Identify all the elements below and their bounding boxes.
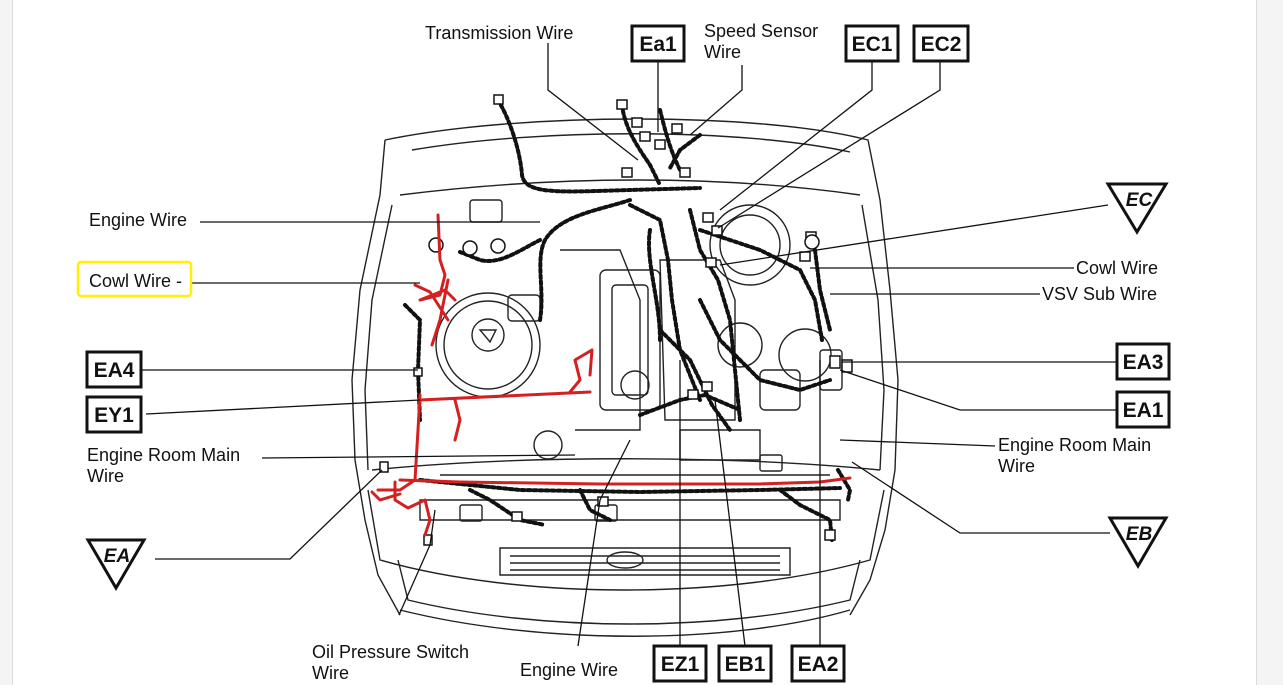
triangle-ec-text: EC [1126,190,1153,211]
ground-triangles: EC EA EB [85,182,1169,591]
triangle-ea-text: EA [104,546,130,567]
triangle-ea: EA [85,538,147,591]
label-engine-room-main-right-line1: Engine Room Main [998,435,1151,455]
page-gutter-left [0,0,13,685]
cowl-wire-highlight [76,260,193,298]
label-engine-room-main-left-line1: Engine Room Main [87,445,240,465]
box-ea3-text: EA3 [1123,351,1164,374]
box-ea1-top-text: Ea1 [639,33,677,56]
label-cowl-wire-right: Cowl Wire [1076,258,1158,278]
label-engine-wire-bottom: Engine Wire [520,660,618,680]
box-ea3: EA3 [1115,342,1171,381]
label-oil-pressure-switch-line2: Wire [312,663,349,683]
box-ez1: EZ1 [652,644,708,683]
box-ec1-text: EC1 [852,33,893,56]
label-engine-room-main-left-line2: Wire [87,466,124,486]
box-eb1-text: EB1 [725,653,766,676]
vehicle-body [351,118,899,637]
labels: Transmission Wire Speed Sensor Wire Engi… [87,21,1158,683]
label-engine-wire-left: Engine Wire [89,210,187,230]
page-gutter-right [1256,0,1283,685]
triangle-ec: EC [1105,182,1169,235]
red-markings [370,213,852,537]
label-speed-sensor-wire-line1: Speed Sensor [704,21,818,41]
connectors [379,94,853,546]
box-ea2: EA2 [790,644,846,683]
leader-lines [141,43,1117,647]
connector-code-boxes: Ea1 EC1 EC2 EA4 EY1 EA3 EA1 EZ1 [85,24,1171,683]
box-ea1-right-text: EA1 [1123,399,1164,422]
engine-harness [403,98,853,542]
triangle-eb: EB [1107,516,1169,569]
box-ec2: EC2 [912,24,970,63]
box-ey1: EY1 [85,395,143,434]
box-ec2-text: EC2 [921,33,962,56]
label-vsv-sub-wire: VSV Sub Wire [1042,284,1157,304]
box-ea1-right: EA1 [1115,390,1171,429]
box-ea1-top: Ea1 [630,24,686,63]
box-ea2-text: EA2 [798,653,839,676]
box-eb1: EB1 [717,644,773,683]
box-ez1-text: EZ1 [661,653,700,676]
box-ec1: EC1 [844,24,900,63]
label-transmission-wire: Transmission Wire [425,23,573,43]
box-ey1-text: EY1 [94,404,134,427]
box-ea4-text: EA4 [94,359,135,382]
label-cowl-wire-left: Cowl Wire - [89,271,182,291]
label-engine-room-main-right-line2: Wire [998,456,1035,476]
box-ea4: EA4 [85,350,143,389]
triangle-eb-text: EB [1126,524,1153,545]
label-oil-pressure-switch-line1: Oil Pressure Switch [312,642,469,662]
label-speed-sensor-wire-line2: Wire [704,42,741,62]
